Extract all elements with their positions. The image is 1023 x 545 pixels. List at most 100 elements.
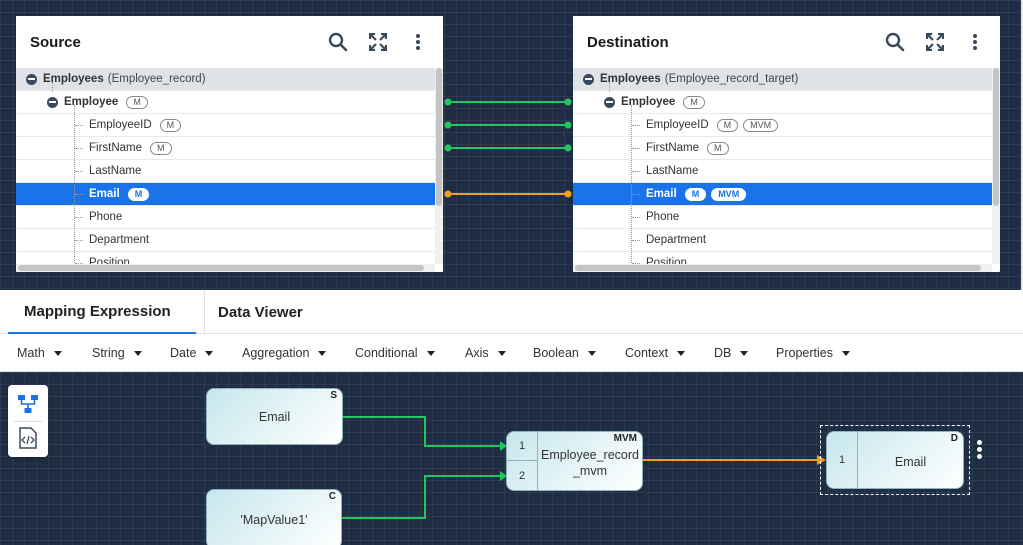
function-menu-properties[interactable]: Properties [776,346,850,360]
node-type-tag: C [328,491,336,502]
function-menu-aggregation[interactable]: Aggregation [242,346,327,360]
field-label: Department [646,234,707,246]
function-menu-math[interactable]: Math [17,346,62,360]
source-tree: Employees (Employee_record) Employee M E… [16,68,443,264]
function-menu-label: Math [17,346,45,360]
tree-structure-icon[interactable] [17,393,39,420]
tree-field-row[interactable]: Position [573,252,992,264]
more-vertical-icon[interactable] [407,31,429,53]
tree-group-row[interactable]: Employee M [573,91,992,114]
tab-data-viewer[interactable]: Data Viewer [204,290,303,334]
mandatory-badge: M [126,95,148,109]
function-menu-label: String [92,346,125,360]
tree-field-row[interactable]: Email M [16,183,435,206]
tree-field-row[interactable]: FirstName M [16,137,435,160]
source-vertical-scrollbar[interactable] [435,68,443,264]
input-port-1[interactable]: 1 [507,432,537,461]
field-badge: M [127,187,150,201]
function-menu-label: Context [625,346,669,360]
tree-field-row[interactable]: LastName [573,160,992,183]
collapse-icon[interactable] [604,96,615,108]
field-badge: M [716,118,739,132]
chevron-down-icon [205,350,214,356]
editor-tabs: Mapping Expression Data Viewer [0,290,1023,334]
search-icon[interactable] [884,31,906,53]
field-label: Position [89,257,130,264]
source-horizontal-scrollbar[interactable] [16,264,435,272]
source-node-email[interactable]: S Email [206,388,343,445]
destination-panel: Destination Employees (Employee_record_t… [573,16,1000,272]
function-menu-axis[interactable]: Axis [465,346,506,360]
field-badge: M [159,118,182,132]
function-node-mvm[interactable]: 1 2 MVM Employee_record_mvm [506,431,643,491]
tree-field-row[interactable]: Department [16,229,435,252]
field-label: Phone [646,211,680,223]
tree-field-row[interactable]: Position [16,252,435,264]
field-label: EmployeeID [89,119,152,131]
function-menu-date[interactable]: Date [170,346,214,360]
function-menu-context[interactable]: Context [625,346,686,360]
group-label: Employee [64,96,119,108]
tree-field-row[interactable]: Department [573,229,992,252]
tree-field-row[interactable]: Phone [573,206,992,229]
node-more-icon[interactable] [977,440,983,461]
tab-mapping-expression[interactable]: Mapping Expression [8,290,196,334]
expression-canvas[interactable]: S Email C 'MapValue1' 1 2 MVM Employee_r… [0,372,1023,545]
source-panel: Source Employees (Employee_record) Emplo… [16,16,443,272]
root-type: (Employee_record_target) [664,73,799,85]
node-type-tag: D [950,433,958,444]
function-menu-label: Axis [465,346,489,360]
chevron-down-icon [318,350,327,356]
field-label: Department [89,234,150,246]
input-port-1[interactable]: 1 [838,454,846,466]
collapse-icon[interactable] [583,73,594,85]
code-file-icon[interactable] [19,427,37,454]
link-email-to-mvm1[interactable] [343,416,500,447]
tree-field-row[interactable]: FirstName M [573,137,992,160]
expand-icon[interactable] [367,31,389,53]
tree-group-row[interactable]: Employee M [16,91,435,114]
node-type-tag: MVM [613,433,637,444]
selection-outline [820,425,970,495]
field-badge: M [150,141,172,155]
collapse-icon[interactable] [47,96,58,108]
field-badge: MVM [711,187,747,201]
chevron-down-icon [53,350,62,356]
function-menu-conditional[interactable]: Conditional [355,346,435,360]
link-mapvalue-to-mvm2[interactable] [342,475,500,519]
destination-vertical-scrollbar[interactable] [992,68,1000,264]
chevron-down-icon [740,350,749,356]
tree-field-row[interactable]: EmployeeID M [16,114,435,137]
chevron-down-icon [841,350,850,356]
function-menu-label: DB [714,346,732,360]
destination-node-email[interactable]: 1 D Email [826,431,964,489]
more-vertical-icon[interactable] [964,31,986,53]
search-icon[interactable] [327,31,349,53]
constant-node-mapvalue[interactable]: C 'MapValue1' [206,489,342,545]
tree-root-row[interactable]: Employees (Employee_record) [16,68,435,91]
chevron-down-icon [677,350,686,356]
right-border [1021,0,1023,290]
function-menu-db[interactable]: DB [714,346,749,360]
function-menu-label: Date [170,346,197,360]
destination-horizontal-scrollbar[interactable] [573,264,992,272]
collapse-icon[interactable] [26,73,37,85]
function-menu-string[interactable]: String [92,346,142,360]
function-menu-label: Aggregation [242,346,310,360]
root-type: (Employee_record) [107,73,206,85]
group-label: Employee [621,96,676,108]
field-label: Email [89,188,120,200]
destination-tree: Employees (Employee_record_target) Emplo… [573,68,1000,264]
tree-root-row[interactable]: Employees (Employee_record_target) [573,68,992,91]
tree-field-row[interactable]: Phone [16,206,435,229]
function-menu-boolean[interactable]: Boolean [533,346,596,360]
node-label: 'MapValue1' [240,513,308,527]
destination-header: Destination [573,16,1000,68]
tree-field-row[interactable]: LastName [16,160,435,183]
root-label: Employees [43,73,104,85]
expand-icon[interactable] [924,31,946,53]
input-port-2[interactable]: 2 [518,469,526,482]
function-menu-label: Properties [776,346,833,360]
